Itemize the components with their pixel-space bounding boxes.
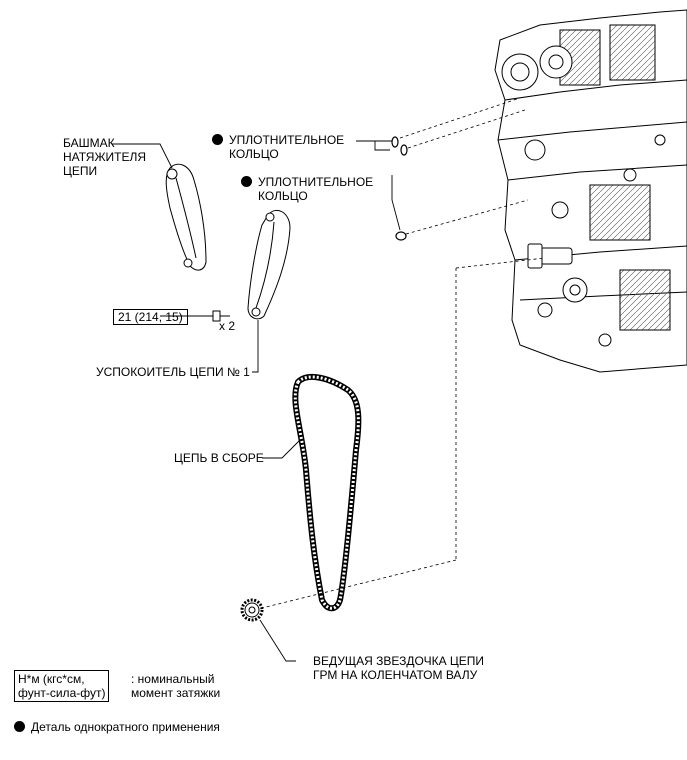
chain-damper <box>247 210 291 320</box>
non-reusable-legend: Деталь однократного применения <box>14 720 220 734</box>
o-ring-upper-text1: УПЛОТНИТЕЛЬНОЕ <box>229 133 345 147</box>
leader-lines <box>112 140 401 662</box>
bolt-count-label: x 2 <box>219 319 236 333</box>
crankshaft-sprocket-label-line2: ГРМ НА КОЛЕНЧАТОМ ВАЛУ <box>313 668 478 682</box>
o-ring-lower-label-line2: КОЛЬЦО <box>258 189 308 203</box>
o-ring-lower-text1: УПЛОТНИТЕЛЬНОЕ <box>258 175 374 189</box>
o-ring-upper-label-line1: УПЛОТНИТЕЛЬНОЕ <box>212 133 344 147</box>
chain-assembly-label: ЦЕПЬ В СБОРЕ <box>174 451 264 465</box>
non-reusable-dot-icon <box>14 721 25 732</box>
non-reusable-dot-icon <box>241 176 252 187</box>
tensioner-slipper-label-line2: НАТЯЖИТЕЛЯ <box>63 150 147 164</box>
crankshaft-sprocket-label-line1: ВЕДУЩАЯ ЗВЕЗДОЧКА ЦЕПИ <box>313 654 485 668</box>
chain-damper-label: УСПОКОИТЕЛЬ ЦЕПИ № 1 <box>96 365 250 379</box>
tensioner-slipper <box>165 163 207 271</box>
engine-block <box>494 9 687 373</box>
non-reusable-legend-text: Деталь однократного применения <box>31 720 220 734</box>
o-ring-lower <box>395 231 407 241</box>
timing-chain <box>292 373 362 612</box>
o-ring-upper-label: УПЛОТНИТЕЛЬНОЕ КОЛЬЦО <box>212 133 344 161</box>
o-ring-upper-label-line2: КОЛЬЦО <box>229 147 279 161</box>
torque-description-line1: : номинальный <box>131 672 215 686</box>
torque-units-box: Н*м (кгс*см, фунт-сила-фут) <box>14 670 110 702</box>
o-ring-lower-label-line1: УПЛОТНИТЕЛЬНОЕ <box>241 175 373 189</box>
torque-units-line2: фунт-сила-фут) <box>18 686 106 700</box>
non-reusable-dot-icon <box>212 134 223 145</box>
tensioner-slipper-label: БАШМАК НАТЯЖИТЕЛЯ ЦЕПИ <box>63 136 146 178</box>
torque-value-box: 21 (214, 15) <box>113 309 188 325</box>
crankshaft-sprocket-label: ВЕДУЩАЯ ЗВЕЗДОЧКА ЦЕПИ ГРМ НА КОЛЕНЧАТОМ… <box>313 654 484 682</box>
crankshaft-sprocket <box>240 598 264 622</box>
o-ring-lower-label: УПЛОТНИТЕЛЬНОЕ КОЛЬЦО <box>241 175 373 203</box>
tensioner-slipper-label-line1: БАШМАК <box>63 136 115 150</box>
torque-description: : номинальный момент затяжки <box>131 672 220 700</box>
torque-description-line2: момент затяжки <box>131 686 221 700</box>
o-ring-upper <box>391 136 408 156</box>
tensioner-slipper-label-line3: ЦЕПИ <box>63 164 98 178</box>
torque-units-line1: Н*м (кгс*см, <box>18 672 85 686</box>
assembly-guide-lines <box>261 97 546 609</box>
